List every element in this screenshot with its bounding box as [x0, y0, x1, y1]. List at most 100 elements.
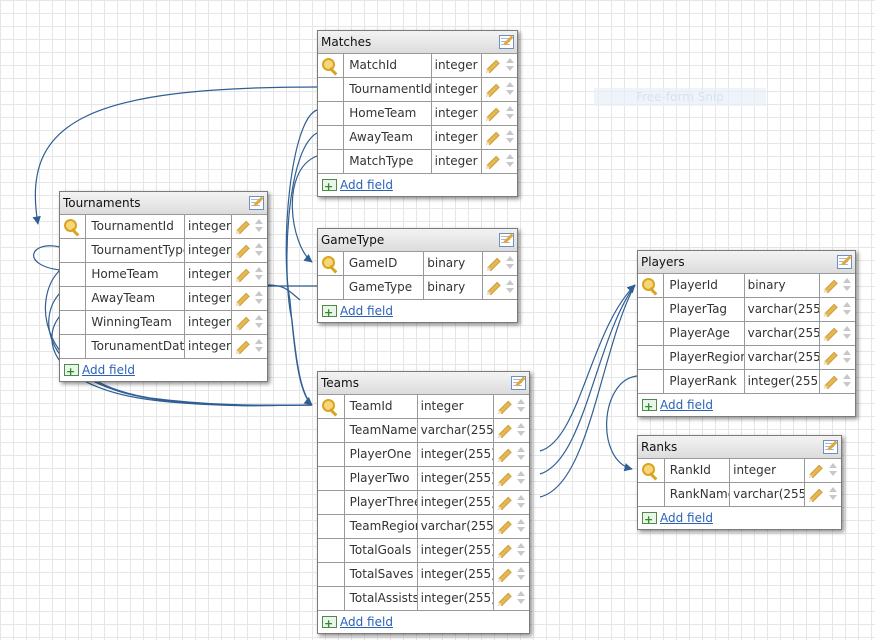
field-name[interactable]: PlayerRegion — [664, 346, 745, 369]
field-type[interactable]: integer — [432, 54, 483, 77]
table-header[interactable]: Ranks — [638, 436, 841, 459]
table-header[interactable]: Teams — [318, 372, 529, 395]
field-name[interactable]: PlayerRank — [664, 370, 745, 393]
field-type[interactable]: integer — [730, 459, 806, 482]
reorder-arrows-icon[interactable] — [513, 491, 529, 514]
reorder-arrows-icon[interactable] — [251, 311, 267, 334]
reorder-arrows-icon[interactable] — [502, 102, 518, 125]
field-type[interactable]: integer(255) — [418, 539, 494, 562]
field-name[interactable]: RankName — [665, 483, 731, 506]
edit-table-icon[interactable] — [837, 255, 852, 269]
pencil-icon[interactable] — [497, 472, 512, 487]
table-header[interactable]: Matches — [318, 31, 517, 54]
field-name[interactable]: HomeTeam — [344, 102, 432, 125]
field-name[interactable]: TeamRegion — [345, 515, 418, 538]
pencil-icon[interactable] — [809, 488, 824, 503]
field-type[interactable]: integer(255) — [418, 587, 494, 610]
add-field-icon[interactable] — [322, 176, 337, 198]
field-type[interactable]: integer — [432, 102, 483, 125]
field-name[interactable]: TotalAssists — [345, 587, 418, 610]
reorder-arrows-icon[interactable] — [839, 298, 855, 321]
add-field-row[interactable]: Add field — [638, 507, 841, 531]
field-type[interactable]: integer(255) — [745, 370, 820, 393]
field-name[interactable]: TotalSaves — [345, 563, 418, 586]
pencil-icon[interactable] — [497, 400, 512, 415]
field-name[interactable]: GameID — [344, 252, 425, 275]
edit-table-icon[interactable] — [499, 233, 514, 247]
pencil-icon[interactable] — [497, 520, 512, 535]
field-name[interactable]: PlayerTag — [664, 298, 745, 321]
pencil-icon[interactable] — [486, 83, 500, 98]
field-type[interactable]: integer — [432, 150, 483, 173]
pencil-icon[interactable] — [486, 257, 501, 272]
pencil-icon[interactable] — [497, 544, 512, 559]
field-name[interactable]: PlayerId — [664, 274, 745, 297]
edit-table-icon[interactable] — [249, 196, 264, 210]
pencil-icon[interactable] — [809, 464, 824, 479]
pencil-icon[interactable] — [824, 279, 838, 294]
field-name[interactable]: HomeTeam — [86, 263, 185, 286]
field-name[interactable]: MatchId — [344, 54, 432, 77]
field-type[interactable]: integer — [185, 311, 232, 334]
pencil-icon[interactable] — [497, 568, 512, 583]
field-name[interactable]: PlayerAge — [664, 322, 745, 345]
pencil-icon[interactable] — [236, 316, 250, 331]
add-field-icon[interactable] — [642, 509, 657, 531]
field-type[interactable]: integer — [185, 287, 232, 310]
field-name[interactable]: GameType — [344, 276, 425, 299]
table-header[interactable]: Tournaments — [60, 192, 267, 215]
pencil-icon[interactable] — [486, 107, 500, 122]
pencil-icon[interactable] — [486, 281, 501, 296]
field-type[interactable]: varchar(255) — [418, 515, 494, 538]
field-type[interactable]: integer — [432, 78, 483, 101]
pencil-icon[interactable] — [824, 375, 838, 390]
pencil-icon[interactable] — [486, 131, 500, 146]
field-type[interactable]: integer — [185, 335, 232, 358]
field-name[interactable]: TorunamentDate — [86, 335, 185, 358]
field-name[interactable]: TournamentId — [344, 78, 432, 101]
edit-table-icon[interactable] — [499, 35, 514, 49]
add-field-row[interactable]: Add field — [318, 300, 517, 324]
field-type[interactable]: binary — [424, 276, 483, 299]
table-header[interactable]: Players — [638, 251, 855, 274]
pencil-icon[interactable] — [486, 59, 500, 74]
edit-table-icon[interactable] — [823, 440, 838, 454]
field-type[interactable]: varchar(255) — [418, 419, 494, 442]
field-name[interactable]: PlayerThree — [345, 491, 418, 514]
reorder-arrows-icon[interactable] — [502, 150, 518, 173]
field-type[interactable]: binary — [424, 252, 483, 275]
field-name[interactable]: TotalGoals — [345, 539, 418, 562]
field-name[interactable]: TeamId — [345, 395, 418, 418]
field-name[interactable]: TournamentType — [86, 239, 185, 262]
pencil-icon[interactable] — [236, 244, 250, 259]
reorder-arrows-icon[interactable] — [251, 215, 267, 238]
add-field-row[interactable]: Add field — [60, 359, 267, 383]
pencil-icon[interactable] — [486, 155, 500, 170]
add-field-row[interactable]: Add field — [318, 174, 517, 198]
field-type[interactable]: integer — [418, 395, 494, 418]
pencil-icon[interactable] — [497, 448, 512, 463]
reorder-arrows-icon[interactable] — [513, 587, 529, 610]
